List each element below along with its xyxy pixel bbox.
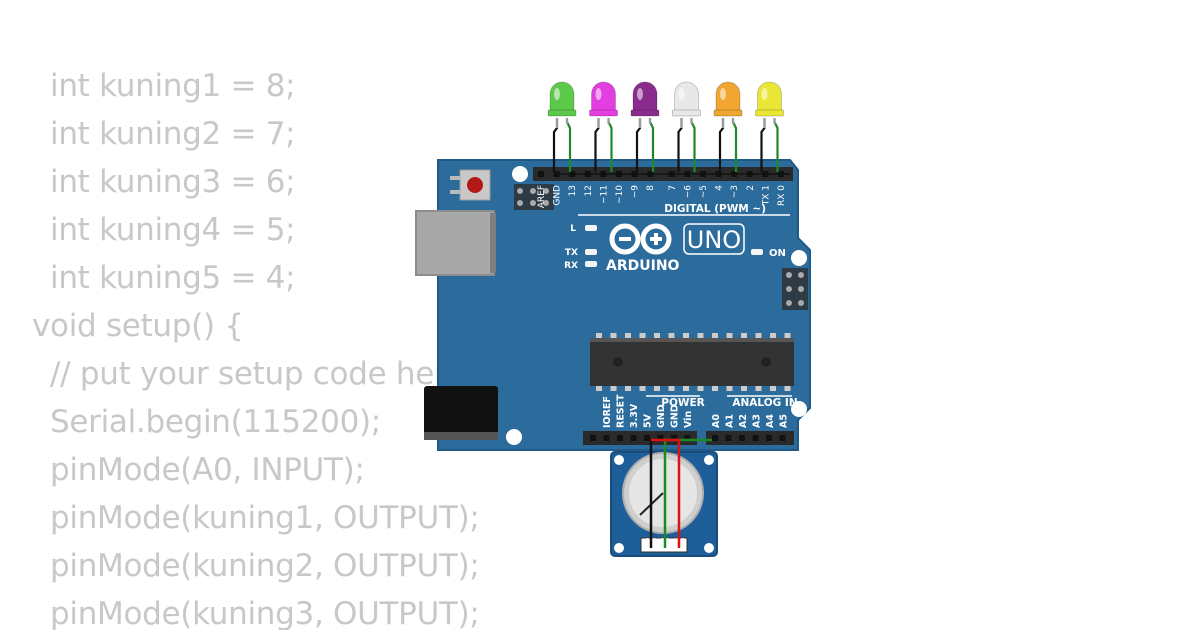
- digital-pin-label: 12: [584, 185, 594, 196]
- analog-pin-label: A4: [765, 414, 776, 428]
- digital-pin-label: 8: [646, 185, 656, 191]
- header-pin[interactable]: [739, 435, 745, 441]
- digital-pin-label: GND: [553, 185, 563, 206]
- header-pin[interactable]: [766, 435, 772, 441]
- code-line: pinMode(kuning3, OUTPUT);: [50, 596, 480, 630]
- header-pin[interactable]: [617, 435, 623, 441]
- analog-pin-label: A2: [738, 414, 749, 428]
- analog-pin-label: A5: [779, 414, 790, 428]
- mounting-hole: [791, 250, 807, 266]
- icsp-header: [782, 268, 808, 310]
- analog-pin-label: A1: [725, 414, 736, 428]
- led-orange[interactable]: [713, 81, 743, 172]
- header-pin[interactable]: [671, 435, 677, 441]
- led-yellow[interactable]: [755, 81, 784, 172]
- digital-pin-label: 7: [668, 185, 678, 191]
- power-pin-label: GND: [656, 404, 667, 428]
- digital-pin-label: AREF: [537, 185, 547, 208]
- code-line: Serial.begin(115200);: [50, 404, 381, 440]
- header-pin[interactable]: [712, 435, 718, 441]
- icsp-header-small: [514, 184, 554, 210]
- arduino-logo: [609, 223, 672, 255]
- digital-pin-label: ~6: [683, 185, 693, 199]
- code-line: int kuning3 = 6;: [50, 164, 296, 200]
- code-line: pinMode(A0, INPUT);: [50, 452, 365, 488]
- code-line: int kuning1 = 8;: [50, 68, 296, 104]
- led-green[interactable]: [547, 81, 577, 172]
- header-pin[interactable]: [725, 435, 732, 441]
- digital-label: DIGITAL (PWM ~): [664, 203, 766, 215]
- digital-pin-label: ~3: [730, 185, 740, 198]
- code-line: int kuning4 = 5;: [50, 212, 296, 248]
- led-white[interactable]: [672, 81, 701, 172]
- code-line: pinMode(kuning2, OUTPUT);: [50, 548, 480, 584]
- mounting-hole: [512, 166, 528, 182]
- power-pin-label: Vin: [683, 411, 694, 428]
- mounting-hole: [791, 401, 807, 417]
- analog-pin-label: A3: [752, 414, 763, 428]
- digital-pin-label: 2: [746, 185, 756, 191]
- model-label: UNO: [687, 226, 741, 254]
- rx-led-label: RX: [564, 261, 578, 271]
- header-pin[interactable]: [644, 435, 650, 441]
- atmega-chip: [590, 333, 794, 391]
- on-led-label: ON: [769, 248, 786, 259]
- analog-header: [706, 431, 794, 445]
- analog-label: ANALOG IN: [732, 397, 797, 409]
- header-pin[interactable]: [590, 435, 596, 441]
- code-line: pinMode(kuning1, OUTPUT);: [50, 500, 480, 536]
- code-line: int kuning5 = 4;: [50, 260, 296, 296]
- digital-pin-label: 13: [568, 185, 578, 196]
- header-pin[interactable]: [684, 435, 691, 441]
- power-jack: [424, 386, 498, 438]
- code-line: void setup() {: [32, 308, 244, 344]
- potentiometer-wires: [649, 438, 712, 548]
- header-pin[interactable]: [603, 435, 610, 441]
- power-pin-label: GND: [670, 404, 681, 428]
- led-magenta[interactable]: [589, 81, 618, 172]
- digital-pin-label: RX 0: [777, 185, 787, 206]
- digital-pin-label: 4: [715, 185, 725, 191]
- analog-pin-label: A0: [711, 414, 722, 428]
- digital-pin-label: ~10: [615, 185, 625, 204]
- digital-pin-label: ~11: [599, 185, 609, 204]
- power-pin-label: RESET: [616, 394, 627, 428]
- usb-port: [415, 210, 495, 276]
- header-pin[interactable]: [779, 435, 786, 441]
- power-header: [583, 431, 697, 445]
- header-pin[interactable]: [657, 435, 664, 441]
- brand-label: ARDUINO: [606, 258, 680, 274]
- digital-pin-label: ~5: [699, 185, 709, 198]
- header-pin[interactable]: [538, 171, 544, 177]
- power-pin-label: 5V: [643, 413, 654, 428]
- power-pin-label: 3.3V: [629, 403, 640, 428]
- power-pin-label: IOREF: [602, 396, 613, 428]
- l-led-label: L: [570, 224, 576, 234]
- digital-pin-label: ~9: [631, 185, 641, 199]
- mounting-hole: [506, 429, 522, 445]
- tx-led-label: TX: [565, 248, 578, 258]
- code-line: int kuning2 = 7;: [50, 116, 296, 152]
- header-pin[interactable]: [630, 435, 637, 441]
- arduino-uno-board[interactable]: AREF GND 13 12 ~11 ~10 ~9 8 7 ~6 ~5 4 ~3 2 TX 1 RX 0 DI…: [415, 159, 811, 451]
- header-pin[interactable]: [752, 435, 759, 441]
- digital-pin-label: TX 1: [761, 185, 771, 206]
- power-label: POWER: [661, 397, 704, 409]
- led-purple[interactable]: [630, 81, 660, 172]
